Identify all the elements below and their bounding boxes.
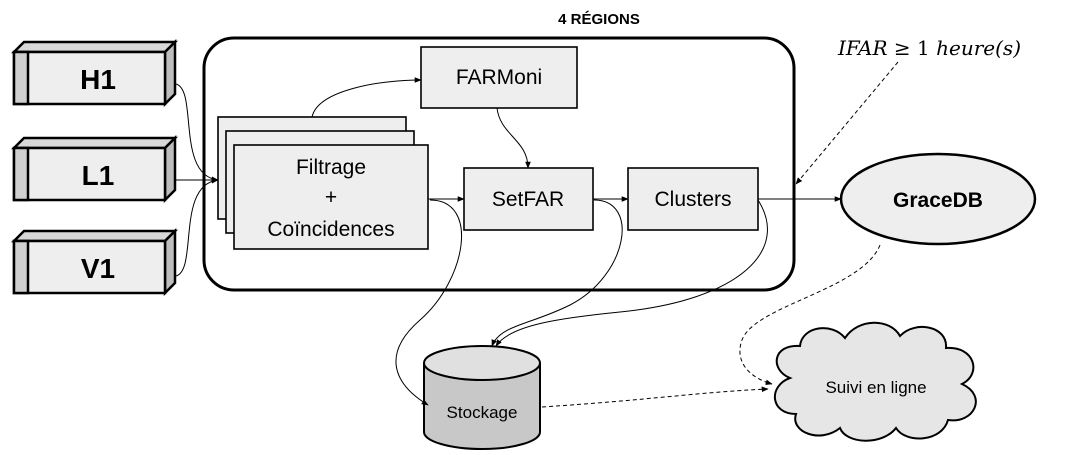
clusters-node: Clusters [627, 167, 759, 231]
ifar-var: IFAR [837, 36, 888, 60]
ifar-suffix: (s) [995, 36, 1021, 60]
ifar-value: 1 [917, 36, 930, 60]
stockage-node: Stockage [423, 345, 541, 450]
detector-l1: L1 [10, 134, 179, 204]
suivi-label: Suivi en ligne [825, 378, 926, 397]
filtrage-line2: + [325, 186, 337, 209]
edge-h1-filtrage [175, 83, 219, 183]
edge-setfar-stockage [491, 199, 623, 347]
edge-v1-filtrage [175, 177, 219, 277]
edge-ifar-gracedb [795, 61, 899, 185]
ifar-geq: ≥ [894, 36, 911, 60]
gracedb-label: GraceDB [893, 189, 983, 212]
edge-filtrage-farmoni [311, 77, 422, 118]
detector-l1-label: L1 [82, 160, 115, 191]
region-container [202, 36, 796, 292]
stockage-label: Stockage [447, 403, 518, 422]
edge-clusters-stockage [495, 199, 768, 347]
gracedb-node: GraceDB [839, 152, 1037, 246]
edge-stockage-suivi [541, 386, 769, 408]
setfar-label: SetFAR [492, 188, 564, 211]
ifar-annotation: IFAR ≥ 1 heure(s) [837, 36, 1021, 60]
edge-gracedb-suivi [739, 244, 881, 386]
filtrage-line3: Coïncidences [267, 218, 394, 241]
farmoni-label: FARMoni [456, 66, 542, 89]
edge-farmoni-setfar [496, 107, 531, 169]
setfar-node: SetFAR [463, 167, 594, 231]
filtrage-line1: Filtrage [296, 156, 366, 179]
region-title: 4 RÉGIONS [558, 11, 640, 28]
edge-filtrage-stockage [395, 199, 463, 406]
detector-h1-label: H1 [80, 64, 116, 95]
detector-v1: V1 [10, 227, 179, 297]
detector-v1-label: V1 [81, 253, 115, 284]
clusters-label: Clusters [654, 188, 731, 211]
ifar-unit: heure [936, 36, 995, 60]
filtrage-node: Filtrage + Coïncidences [233, 144, 429, 250]
detector-h1: H1 [10, 38, 179, 108]
suivi-cloud-node: Suivi en ligne [773, 321, 977, 442]
farmoni-node: FARMoni [420, 46, 578, 109]
